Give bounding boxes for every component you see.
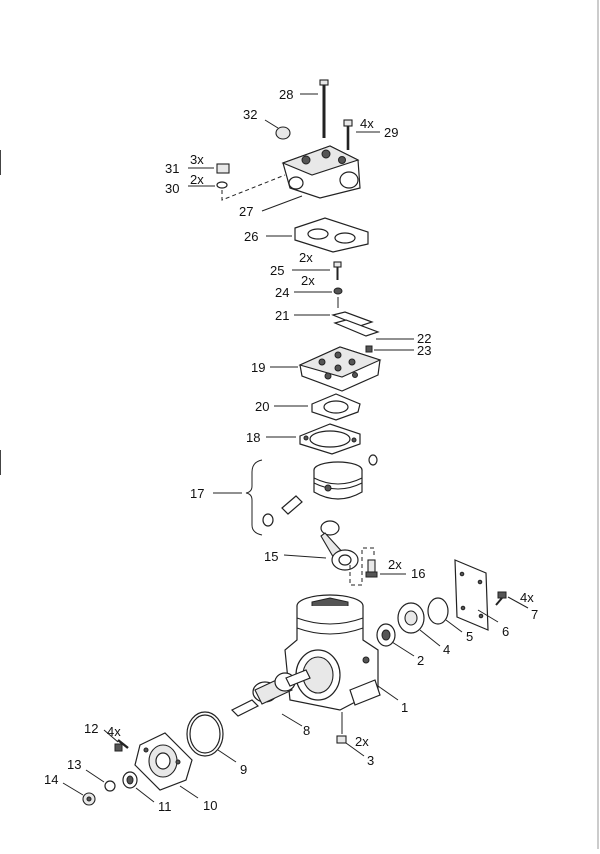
label-20: 20 (255, 399, 269, 414)
part-4-bearing-cover (397, 602, 425, 634)
label-8: 8 (303, 723, 310, 738)
part-24-washer (333, 287, 343, 295)
part-27-cylinder-head (281, 145, 361, 199)
part-19-valve-plate (298, 346, 382, 392)
part-16-rod-bolt (365, 559, 378, 578)
qty-7: 4x (520, 590, 534, 605)
part-12-screw (114, 739, 129, 752)
part-5-seal-ring (427, 597, 449, 625)
label-15: 15 (264, 549, 278, 564)
label-30: 30 (165, 181, 179, 196)
label-9: 9 (240, 762, 247, 777)
qty-30: 2x (190, 172, 204, 187)
part-18-gasket (299, 423, 361, 455)
label-1: 1 (401, 700, 408, 715)
part-30-seal-ring (216, 181, 228, 189)
part-23-pin (365, 345, 373, 353)
part-26-gasket (294, 217, 369, 253)
label-26: 26 (244, 229, 258, 244)
part-32-plug (275, 126, 291, 140)
label-31: 31 (165, 161, 179, 176)
qty-29: 4x (360, 116, 374, 131)
label-2: 2 (417, 653, 424, 668)
label-19: 19 (251, 360, 265, 375)
label-28: 28 (279, 87, 293, 102)
label-12: 12 (84, 721, 98, 736)
part-3-plug (336, 735, 347, 744)
part-2-bearing (376, 623, 396, 647)
qty-31: 3x (190, 152, 204, 167)
part-6-cover-plate (454, 559, 489, 631)
label-24: 24 (275, 285, 289, 300)
qty-12: 4x (107, 724, 121, 739)
part-14-nut (82, 792, 96, 806)
part-15-connecting-rod (320, 520, 359, 571)
label-23: 23 (417, 343, 431, 358)
qty-24: 2x (301, 273, 315, 288)
part-20-gasket (311, 393, 361, 421)
label-11: 11 (158, 799, 172, 814)
label-32: 32 (243, 107, 257, 122)
qty-25: 2x (299, 250, 313, 265)
label-25: 25 (270, 263, 284, 278)
label-21: 21 (275, 308, 289, 323)
label-7: 7 (531, 607, 538, 622)
label-10: 10 (203, 798, 217, 813)
label-6: 6 (502, 624, 509, 639)
part-8-crankshaft (230, 669, 311, 717)
label-16: 16 (411, 566, 425, 581)
label-3: 3 (367, 753, 374, 768)
part-7-screw (495, 591, 507, 606)
label-17: 17 (190, 486, 204, 501)
part-1-crankcase (284, 594, 381, 711)
label-13: 13 (67, 757, 81, 772)
label-4: 4 (443, 642, 450, 657)
label-29: 29 (384, 125, 398, 140)
part-28-bolt (319, 79, 329, 138)
label-18: 18 (246, 430, 260, 445)
part-17-piston (262, 454, 378, 527)
part-31-screw-plug (216, 163, 230, 174)
part-13-washer (104, 780, 116, 792)
part-25-screw (333, 261, 342, 280)
part-21-valve-reed (331, 311, 380, 337)
label-14: 14 (44, 772, 58, 787)
part-10-bearing-cover (134, 732, 193, 791)
part-29-bolt (343, 119, 353, 150)
part-9-o-ring (186, 711, 224, 757)
part-11-shaft-seal (122, 771, 138, 789)
label-27: 27 (239, 204, 253, 219)
qty-3: 2x (355, 734, 369, 749)
label-22: 22 (417, 331, 431, 346)
qty-16: 2x (388, 557, 402, 572)
label-5: 5 (466, 629, 473, 644)
